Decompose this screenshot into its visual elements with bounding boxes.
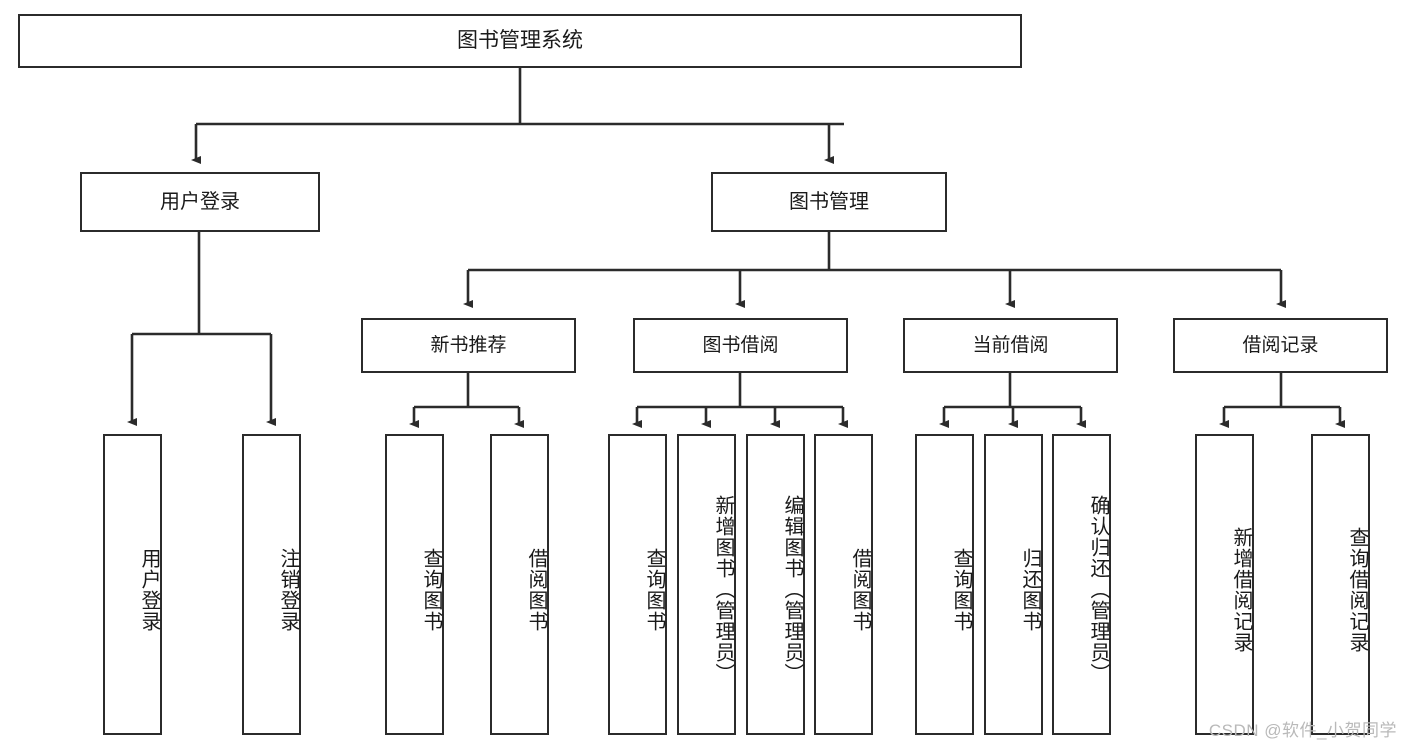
node-current-borrow-label: 当前借阅 bbox=[972, 334, 1049, 356]
node-leaf-query-book-2-label: 查询图书 bbox=[643, 547, 665, 632]
node-leaf-return-book[interactable]: 归还图书 bbox=[984, 434, 1043, 735]
node-leaf-user-logout-label: 注销登录 bbox=[277, 547, 299, 632]
node-leaf-query-record[interactable]: 查询借阅记录 bbox=[1311, 434, 1370, 735]
node-leaf-query-book-3-label: 查询图书 bbox=[950, 547, 972, 632]
node-new-book-recommend[interactable]: 新书推荐 bbox=[361, 318, 576, 373]
node-current-borrow[interactable]: 当前借阅 bbox=[903, 318, 1118, 373]
node-root-label: 图书管理系统 bbox=[457, 28, 583, 52]
node-leaf-user-logout[interactable]: 注销登录 bbox=[242, 434, 301, 735]
node-borrow-record-label: 借阅记录 bbox=[1242, 334, 1319, 356]
node-book-manage[interactable]: 图书管理 bbox=[711, 172, 947, 232]
node-leaf-borrow-book-1-label: 借阅图书 bbox=[525, 547, 547, 632]
node-leaf-add-book-label: 新增图书（管理员） bbox=[712, 495, 734, 684]
watermark-text: CSDN @软件_小贺同学 bbox=[1208, 721, 1397, 740]
node-leaf-borrow-book-1[interactable]: 借阅图书 bbox=[490, 434, 549, 735]
node-leaf-edit-book[interactable]: 编辑图书（管理员） bbox=[746, 434, 805, 735]
node-leaf-borrow-book-2[interactable]: 借阅图书 bbox=[814, 434, 873, 735]
node-book-manage-label: 图书管理 bbox=[789, 190, 869, 213]
node-book-borrow[interactable]: 图书借阅 bbox=[633, 318, 848, 373]
node-leaf-confirm-return-label: 确认归还（管理员） bbox=[1087, 495, 1109, 684]
node-leaf-add-record-label: 新增借阅记录 bbox=[1230, 526, 1252, 653]
node-user-login-label: 用户登录 bbox=[160, 190, 240, 213]
node-borrow-record[interactable]: 借阅记录 bbox=[1173, 318, 1388, 373]
node-leaf-user-login[interactable]: 用户登录 bbox=[103, 434, 162, 735]
node-leaf-add-book[interactable]: 新增图书（管理员） bbox=[677, 434, 736, 735]
node-leaf-edit-book-label: 编辑图书（管理员） bbox=[781, 495, 803, 684]
node-leaf-borrow-book-2-label: 借阅图书 bbox=[849, 547, 871, 632]
node-leaf-query-book-3[interactable]: 查询图书 bbox=[915, 434, 974, 735]
node-book-borrow-label: 图书借阅 bbox=[702, 334, 779, 356]
node-leaf-confirm-return[interactable]: 确认归还（管理员） bbox=[1052, 434, 1111, 735]
node-leaf-user-login-label: 用户登录 bbox=[138, 547, 160, 632]
node-leaf-query-book-2[interactable]: 查询图书 bbox=[608, 434, 667, 735]
node-leaf-query-record-label: 查询借阅记录 bbox=[1346, 526, 1368, 653]
node-root[interactable]: 图书管理系统 bbox=[18, 14, 1022, 68]
node-user-login[interactable]: 用户登录 bbox=[80, 172, 320, 232]
node-new-book-recommend-label: 新书推荐 bbox=[430, 334, 507, 356]
node-leaf-add-record[interactable]: 新增借阅记录 bbox=[1195, 434, 1254, 735]
node-leaf-query-book-1[interactable]: 查询图书 bbox=[385, 434, 444, 735]
node-leaf-query-book-1-label: 查询图书 bbox=[420, 547, 442, 632]
node-leaf-return-book-label: 归还图书 bbox=[1019, 547, 1041, 632]
